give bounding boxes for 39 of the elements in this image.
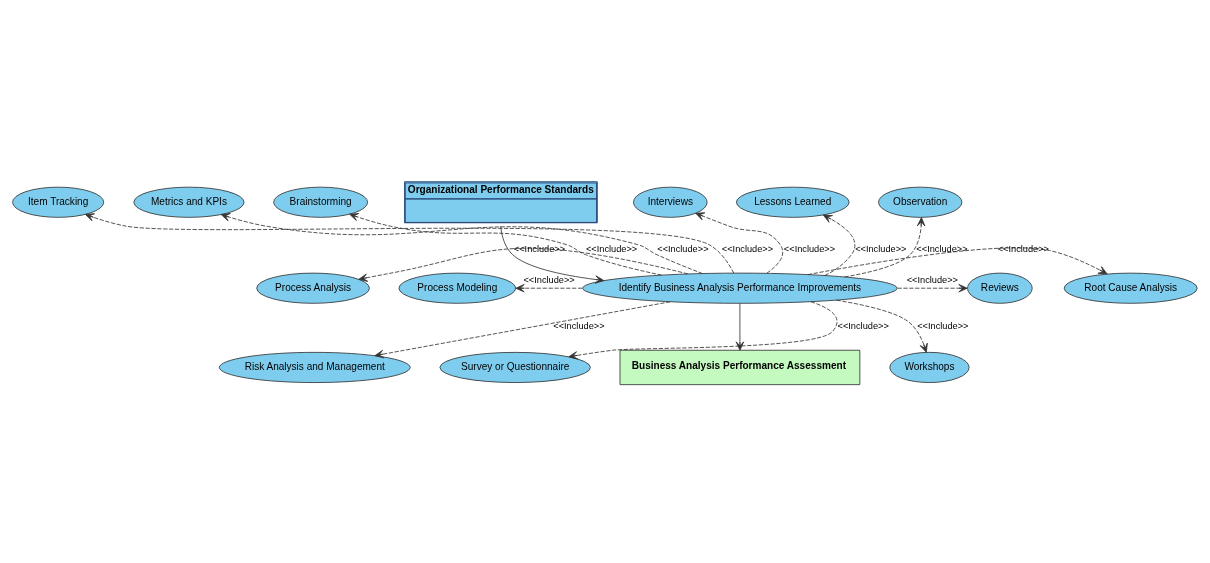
node-ellipse: Metrics and KPIs: [133, 186, 245, 218]
node-ellipse: Brainstorming: [273, 186, 369, 218]
arrow: [515, 284, 583, 293]
node-ellipse: Workshops: [889, 351, 970, 383]
edge-label: <<Include>>: [585, 243, 638, 254]
arrow: [568, 301, 838, 360]
arrow: [358, 247, 689, 282]
node-ellipse: Interviews: [633, 186, 708, 218]
node-ellipse: Process Modeling: [398, 272, 517, 304]
node-ellipse: Root Cause Analysis: [1063, 272, 1198, 304]
arrow: [822, 214, 856, 276]
node-ellipse: Reviews: [967, 272, 1033, 304]
arrow: [374, 301, 671, 359]
edge-label: <<Include>>: [997, 243, 1049, 254]
arrow: [695, 212, 784, 274]
node-ellipse: Observation: [878, 186, 963, 218]
arrow: [220, 213, 703, 274]
node-box: Business Analysis Performance Assessment: [619, 349, 861, 386]
arrow: [836, 299, 928, 353]
edge-label: <<Include>>: [721, 243, 774, 254]
arrow: [807, 247, 1108, 275]
arrow: [500, 225, 605, 284]
edge-label: <<Include>>: [523, 275, 575, 286]
arrow: [735, 303, 745, 351]
edge-label: <<Include>>: [837, 321, 889, 332]
edge-label: <<Include>>: [553, 321, 605, 332]
edge-label: <<Include>>: [783, 243, 836, 254]
edge-label: <<Include>>: [906, 275, 958, 286]
arrow: [844, 217, 926, 278]
edge-label: <<Include>>: [513, 243, 566, 254]
node-ellipse: Lessons Learned: [735, 186, 850, 218]
arrow: [349, 213, 662, 276]
arrow: [897, 284, 968, 293]
edge-label: <<Include>>: [916, 243, 968, 254]
edge-label: <<Include>>: [917, 321, 969, 332]
arrow: [85, 213, 735, 274]
edge-label: <<Include>>: [657, 243, 709, 254]
edge-label: <<Include>>: [855, 243, 907, 254]
node-ellipse: Item Tracking: [12, 186, 105, 218]
